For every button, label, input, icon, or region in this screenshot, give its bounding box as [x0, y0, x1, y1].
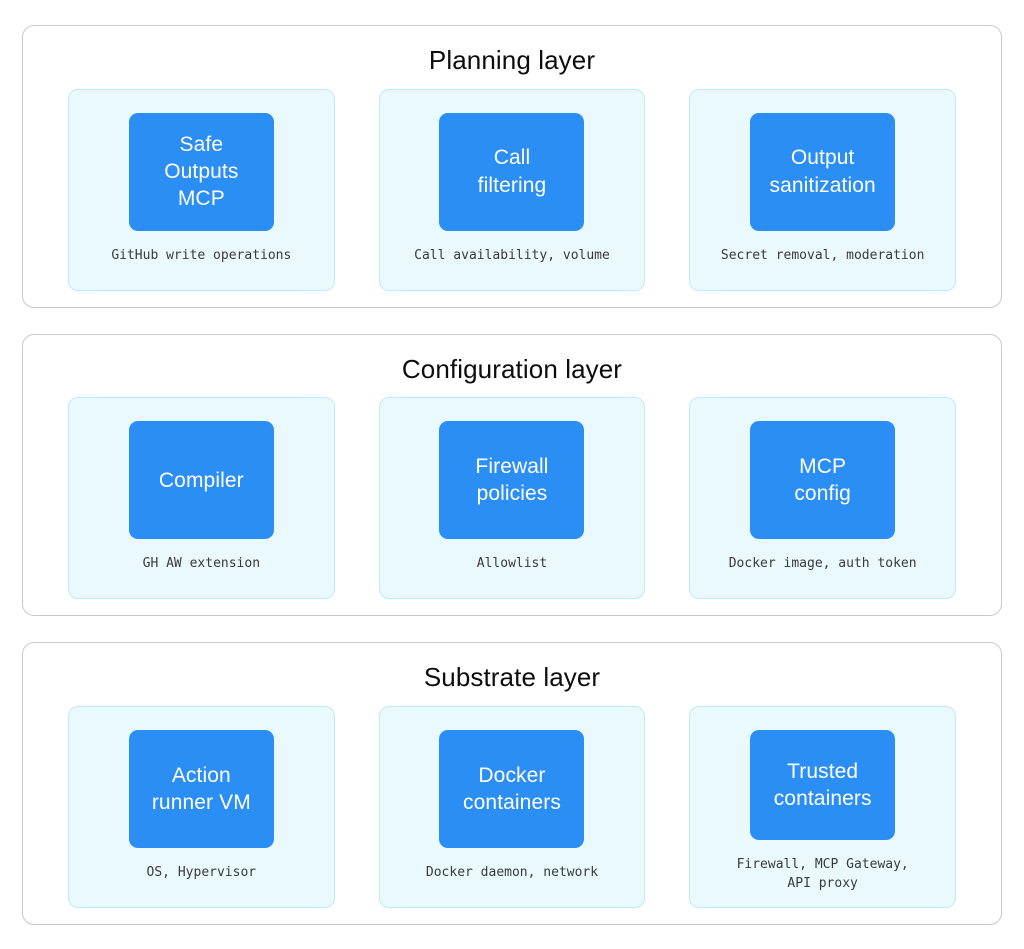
component-node: Safe Outputs MCP — [128, 112, 274, 231]
layer-title: Configuration layer — [401, 353, 623, 384]
component-node: Action runner VM — [128, 729, 274, 848]
component-node: Firewall policies — [439, 421, 585, 540]
component-card[interactable]: Docker containers Docker daemon, network — [378, 705, 646, 909]
component-caption: GitHub write operations — [111, 247, 292, 263]
component-card[interactable]: Safe Outputs MCP GitHub write operations — [68, 88, 335, 291]
component-card[interactable]: Firewall policies Allowlist — [378, 397, 646, 600]
component-card[interactable]: MCP config Docker image, auth token — [689, 397, 956, 600]
component-caption: Call availability, volume — [414, 247, 610, 263]
component-card[interactable]: Action runner VM OS, Hypervisor — [68, 705, 335, 909]
layer-panel-configuration: Configuration layer Compiler GH AW exten… — [22, 333, 1002, 617]
component-node: Call filtering — [439, 112, 585, 231]
component-card[interactable]: Compiler GH AW extension — [68, 397, 335, 600]
component-node: MCP config — [750, 421, 896, 540]
layer-card-row: Safe Outputs MCP GitHub write operations… — [68, 88, 956, 291]
layer-card-row: Compiler GH AW extension Firewall polici… — [68, 397, 956, 600]
layer-panel-planning: Planning layer Safe Outputs MCP GitHub w… — [22, 25, 1002, 308]
layer-title: Planning layer — [428, 45, 596, 75]
component-caption: Firewall, MCP Gateway, API proxy — [736, 857, 909, 891]
layer-panel-substrate: Substrate layer Action runner VM OS, Hyp… — [22, 642, 1002, 926]
component-card[interactable]: Output sanitization Secret removal, mode… — [689, 88, 956, 291]
component-caption: Docker image, auth token — [728, 556, 917, 572]
component-card[interactable]: Trusted containers Firewall, MCP Gateway… — [689, 705, 956, 909]
component-node: Docker containers — [439, 729, 585, 848]
component-caption: OS, Hypervisor — [146, 864, 257, 880]
component-node: Output sanitization — [750, 112, 896, 231]
component-caption: GH AW extension — [142, 556, 261, 572]
component-caption: Docker daemon, network — [425, 864, 599, 880]
layer-title: Substrate layer — [423, 662, 601, 693]
component-caption: Secret removal, moderation — [720, 247, 925, 263]
component-caption: Allowlist — [476, 556, 548, 572]
layer-card-row: Action runner VM OS, Hypervisor Docker c… — [68, 705, 956, 909]
component-node: Compiler — [128, 421, 274, 540]
component-card[interactable]: Call filtering Call availability, volume — [378, 88, 646, 291]
component-node: Trusted containers — [750, 729, 896, 841]
